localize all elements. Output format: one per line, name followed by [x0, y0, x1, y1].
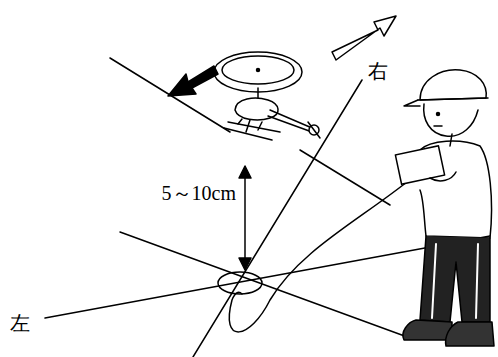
text-label: 左 [8, 312, 32, 334]
text-label: 5～10cm [160, 182, 238, 204]
boy-figure [395, 70, 494, 346]
helicopter [214, 52, 320, 140]
floor-line [110, 58, 230, 132]
marker-circle [218, 272, 262, 294]
direction-arrow [168, 66, 218, 96]
floor-line [300, 150, 390, 205]
cable [229, 178, 412, 332]
floor-line [120, 232, 410, 338]
arrowhead [239, 258, 251, 270]
direction-arrow [332, 16, 396, 60]
arrowhead [239, 166, 251, 178]
dimension-line [244, 170, 246, 266]
text-label: 右 [366, 60, 390, 82]
floor-line [193, 80, 362, 357]
